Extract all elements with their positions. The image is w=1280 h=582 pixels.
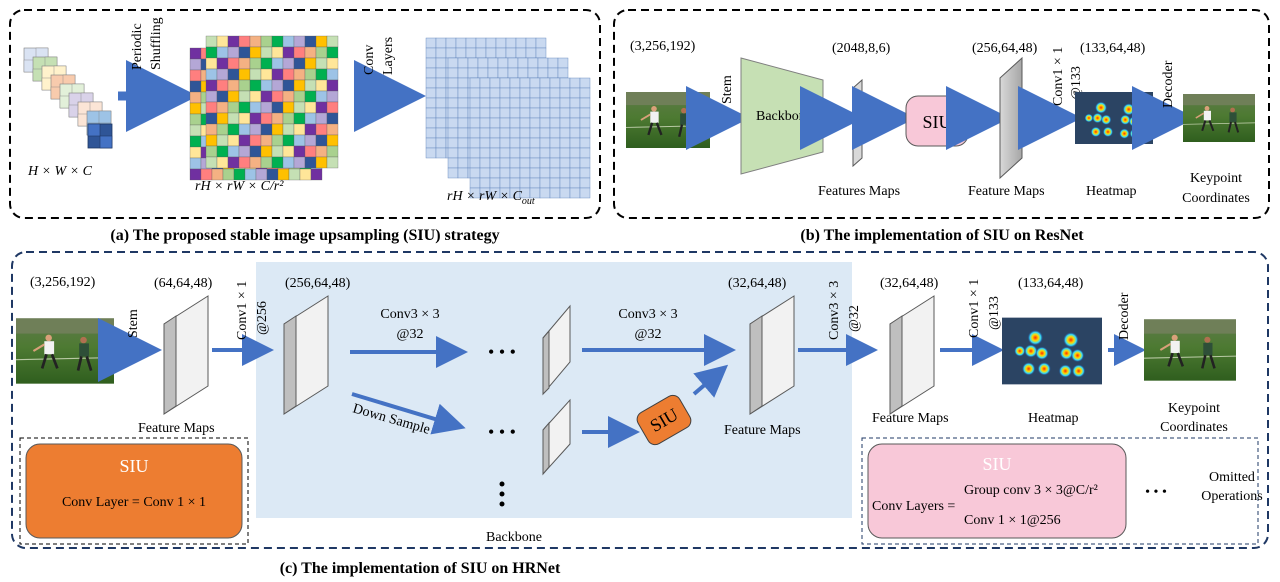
c-legend-dots: • • • [1145,485,1167,500]
c-f1-label: Feature Maps [138,421,215,436]
panel-b-caption: (b) The implementation of SIU on ResNet [800,227,1084,244]
c-backbone-label: Backbone [486,530,542,545]
panel-b: (3,256,192) Stem Backbone (2048,8,6) Fea… [613,9,1270,244]
c-f3-label: Feature Maps [724,423,801,438]
c-f1-shape: (64,64,48) [154,276,213,291]
c-conv3-sub: @32 [847,305,862,332]
c-input-image [16,318,114,384]
b-decoder-label: Decoder [1161,60,1176,108]
b-feat2-label: Feature Maps [968,184,1045,199]
c-legend-left-text: Conv Layer = Conv 1 × 1 [62,495,206,510]
b-feat1-label: Features Maps [818,184,900,199]
c-branch1-line1: Conv3 × 3 [380,307,439,322]
c-legend-right-frame [861,437,1259,545]
input-dims-label: H × W × C [27,164,93,179]
c-keypoint-image [1144,318,1236,382]
panel-a: H × W × C Periodic Shuffling rH × rW × C… [9,9,601,244]
b-heat-label: Heatmap [1086,184,1137,199]
c-conv1-label: Conv1 × 1 [235,281,250,340]
b-input-image [626,92,710,148]
c-legend-right-title: SIU [982,454,1011,474]
c-f4-label: Feature Maps [872,411,949,426]
b-heatmap-image [1075,92,1153,144]
c-branch2-line1: Conv3 × 3 [618,307,677,322]
b-input-shape: (3,256,192) [630,39,696,54]
c-heat-label: Heatmap [1028,411,1079,426]
b-conv-sub: @133 [1069,66,1084,100]
c-legend-left-box [25,443,243,539]
c-conv1-sub: @256 [255,301,270,335]
c-downsample-arrow [351,392,466,435]
b-stem-label: Stem [720,75,735,104]
c-omitted-line2: Operations [1201,489,1262,504]
c-omitted-line1: Omitted [1209,470,1255,485]
panel-a-caption: (a) The proposed stable image upsampling… [110,227,499,244]
b-kp-line1: Keypoint [1190,171,1242,186]
c-siu-block: SIU [636,394,692,446]
c-legend-left-title: SIU [119,456,148,476]
panel-c-frame [11,251,1269,549]
mid-dims-label: rH × rW × C/r² [195,179,284,194]
c-heat-shape: (133,64,48) [1018,276,1084,291]
b-feat1-shape: (2048,8,6) [832,41,891,56]
b-conv-label: Conv1 × 1 [1051,47,1066,106]
conv-label-a: Conv [362,45,377,75]
c-f4-shape: (32,64,48) [880,276,939,291]
c-legend-right-line1: Group conv 3 × 3@C/r² [964,483,1098,498]
b-feat2-shape: (256,64,48) [972,41,1038,56]
panel-a-frame [9,9,601,219]
c-f3-shape: (32,64,48) [728,276,787,291]
panel-c-caption: (c) The implementation of SIU on HRNet [280,560,561,577]
b-feature-map-1 [852,78,863,168]
c-legend-right-line2: Conv 1 × 1@256 [964,513,1061,528]
output-tensor-grid [425,37,591,199]
b-keypoint-image [1183,92,1255,144]
c-heatmap-image [1002,317,1102,385]
b-heat-shape: (133,64,48) [1080,41,1146,56]
c-conv4-label: Conv1 × 1 [967,279,982,338]
c-dots-2: • • • [488,422,516,442]
c-stem-label: Stem [126,309,141,338]
b-kp-line2: Coordinates [1182,191,1250,206]
b-backbone-label: Backbone [756,109,812,124]
periodic-label: Periodic [130,23,145,70]
input-tensor-stack [23,47,113,149]
c-dots-vertical [499,481,505,507]
c-conv3-label: Conv3 × 3 [827,281,842,340]
c-decoder-label: Decoder [1117,292,1132,340]
c-kp-line1: Keypoint [1168,401,1220,416]
shuffling-label: Shuffling [149,17,164,70]
panel-c: Backbone (3,256,192) Stem (64,64,48) Fea… [11,251,1269,577]
c-dots-1: • • • [488,342,516,362]
c-branch1-line2: @32 [397,327,424,342]
c-branch2-line2: @32 [635,327,662,342]
c-conv4-sub: @133 [987,296,1002,330]
c-legend-right-box [867,443,1127,539]
layers-label-a: Layers [381,37,396,75]
c-f2-shape: (256,64,48) [285,276,351,291]
b-feature-map-2 [999,56,1023,180]
out-dims-label: rH × rW × Cout [447,189,535,207]
shuffled-tensor-grid [189,35,339,181]
c-kp-line2: Coordinates [1160,420,1228,435]
c-legend-right-label: Conv Layers = [872,499,955,514]
c-legend-left-frame [19,437,249,545]
panel-b-frame [613,9,1270,219]
c-siu-out-arrow [692,364,729,398]
b-siu-label: SIU [922,112,951,132]
c-input-shape: (3,256,192) [30,275,96,290]
